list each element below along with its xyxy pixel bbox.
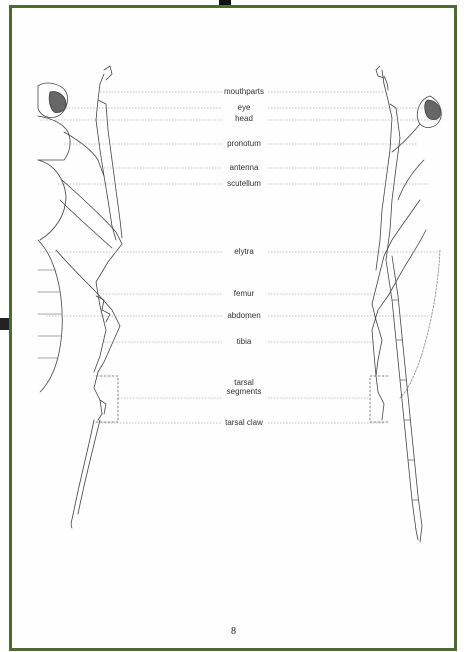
label-tarsal-line2: segments [227,387,262,396]
label-tibia: tibia [218,337,270,346]
label-tarsal-claw: tarsal claw [218,418,270,427]
left-antenna [96,74,116,240]
label-scutellum: scutellum [218,179,270,188]
label-mouthparts: mouthparts [218,87,270,96]
left-pronotum [38,116,70,160]
label-pronotum: pronotum [218,139,270,148]
page-number: 8 [0,626,467,637]
label-tarsal-segments: tarsal segments [218,378,270,396]
label-femur: femur [218,289,270,298]
label-antenna: antenna [218,163,270,172]
label-abdomen: abdomen [218,311,270,320]
label-elytra: elytra [218,247,270,256]
label-head: head [218,114,270,123]
label-tarsal-line1: tarsal [234,378,254,387]
left-thorax [38,160,66,240]
left-eye [49,92,66,113]
label-eye: eye [218,103,270,112]
